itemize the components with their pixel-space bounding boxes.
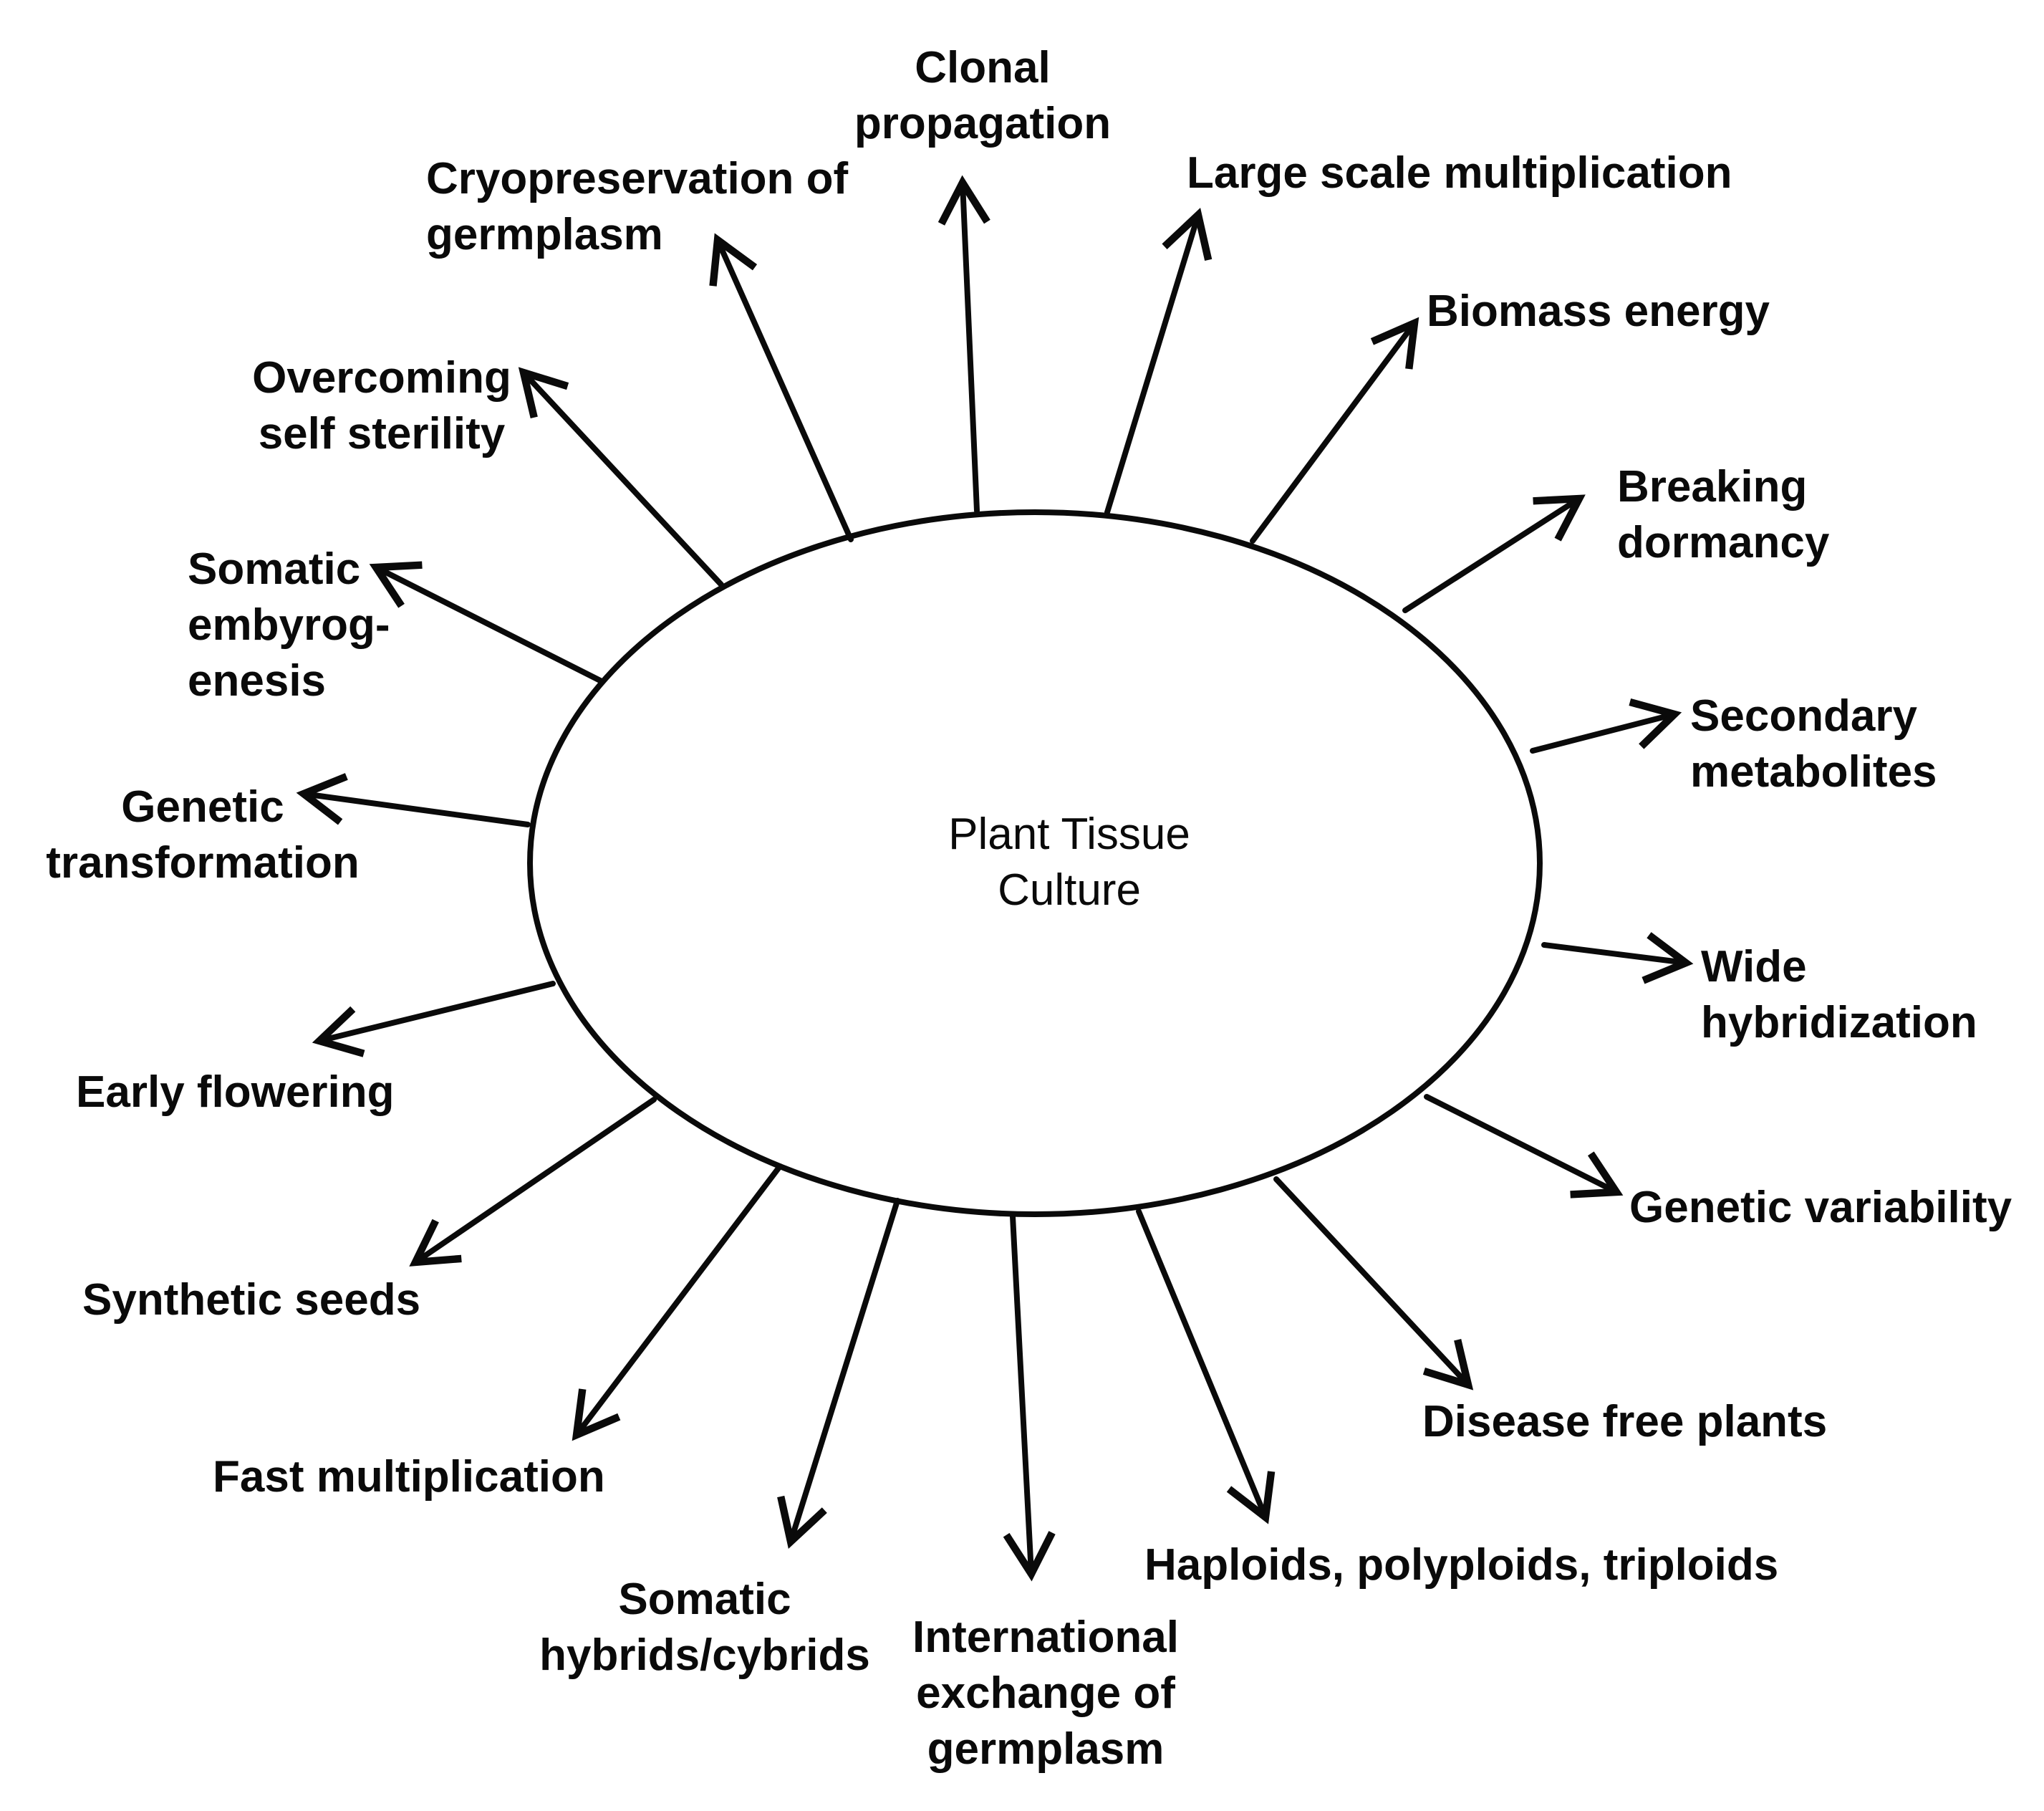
arrow-haploids-polyploids-triploids bbox=[1136, 1209, 1276, 1524]
label-line: self sterility bbox=[259, 409, 506, 458]
label-haploids-polyploids-triploids: Haploids, polyploids, triploids bbox=[1144, 1540, 1778, 1590]
label-line: metabolites bbox=[1690, 747, 1937, 797]
label-line: embyrog- bbox=[188, 600, 390, 650]
arrow-overcoming-self-sterility bbox=[518, 367, 724, 587]
label-line: hybrids/cybrids bbox=[539, 1630, 870, 1680]
arrow-international-exchange-of-germplasm bbox=[1003, 1214, 1056, 1582]
label-line: Somatic bbox=[618, 1575, 791, 1624]
arrow-large-scale-multiplication bbox=[1104, 207, 1213, 515]
label-wide-hybridization: Wide hybridization bbox=[1701, 942, 1977, 1047]
center-title-line-2: Culture bbox=[998, 865, 1141, 915]
label-line: dormancy bbox=[1617, 518, 1830, 567]
label-line: enesis bbox=[188, 656, 326, 706]
label-synthetic-seeds: Synthetic seeds bbox=[82, 1275, 420, 1325]
label-genetic-variability: Genetic variability bbox=[1629, 1183, 2012, 1232]
label-cryopreservation-of-germplasm: Cryopreservation of germplasm bbox=[426, 154, 849, 259]
label-line: Overcoming bbox=[252, 353, 511, 403]
label-line: Genetic bbox=[121, 782, 284, 832]
label-line: Haploids, polyploids, triploids bbox=[1144, 1540, 1778, 1590]
label-clonal-propagation: Clonal propagation bbox=[854, 43, 1111, 148]
arrow-synthetic-seeds bbox=[409, 1097, 657, 1267]
arrows-group bbox=[296, 175, 1694, 1582]
center-title-line-1: Plant Tissue bbox=[948, 810, 1190, 859]
label-secondary-metabolites: Secondary metabolites bbox=[1690, 691, 1937, 797]
arrow-biomass-energy bbox=[1250, 317, 1419, 544]
label-line: Early flowering bbox=[76, 1067, 394, 1117]
label-somatic-embryogenesis: Somatic embyrog-enesis bbox=[188, 544, 390, 706]
arrow-wide-hybridization bbox=[1541, 932, 1694, 984]
arrow-disease-free-plants bbox=[1273, 1176, 1474, 1390]
label-line: Clonal bbox=[915, 43, 1050, 92]
arrow-genetic-variability bbox=[1424, 1094, 1624, 1198]
label-overcoming-self-sterility: Overcoming self sterility bbox=[252, 353, 511, 458]
arrow-somatic-hybrids-cybrids bbox=[777, 1198, 900, 1550]
label-line: Somatic bbox=[188, 544, 360, 594]
arrow-breaking-dormancy bbox=[1402, 494, 1586, 613]
arrow-somatic-embryogenesis bbox=[369, 561, 604, 684]
label-fast-multiplication: Fast multiplication bbox=[213, 1452, 605, 1502]
label-line: transformation bbox=[46, 838, 359, 888]
label-line: propagation bbox=[854, 99, 1111, 148]
label-line: Synthetic seeds bbox=[82, 1275, 420, 1325]
label-line: Secondary bbox=[1690, 691, 1918, 741]
label-line: Breaking bbox=[1617, 462, 1807, 511]
label-line: Large scale multiplication bbox=[1187, 148, 1732, 198]
label-line: Biomass energy bbox=[1427, 287, 1770, 336]
arrow-genetic-transformation bbox=[296, 773, 531, 827]
central-ellipse bbox=[527, 509, 1543, 1217]
label-line: Genetic variability bbox=[1629, 1183, 2012, 1232]
arrow-fast-multiplication bbox=[572, 1163, 783, 1441]
arrow-cryopreservation-of-germplasm bbox=[709, 233, 854, 542]
label-line: hybridization bbox=[1701, 998, 1977, 1047]
label-line: germplasm bbox=[426, 210, 663, 259]
label-disease-free-plants: Disease free plants bbox=[1422, 1397, 1827, 1446]
label-early-flowering: Early flowering bbox=[76, 1067, 394, 1117]
label-line: germplasm bbox=[927, 1724, 1165, 1774]
label-line: International bbox=[912, 1613, 1179, 1662]
label-breaking-dormancy: Breaking dormancy bbox=[1617, 462, 1830, 567]
label-large-scale-multiplication: Large scale multiplication bbox=[1187, 148, 1732, 198]
label-somatic-hybrids-cybrids: Somatic hybrids/cybrids bbox=[539, 1575, 870, 1680]
label-line: exchange of bbox=[916, 1668, 1175, 1718]
label-biomass-energy: Biomass energy bbox=[1427, 287, 1770, 336]
arrow-secondary-metabolites bbox=[1530, 698, 1682, 754]
label-line: Cryopreservation of bbox=[426, 154, 849, 203]
label-line: Wide bbox=[1701, 942, 1807, 991]
label-international-exchange-of-germplasm: International exchange of germplasm bbox=[912, 1613, 1179, 1774]
label-genetic-transformation: Genetic transformation bbox=[46, 782, 359, 888]
arrow-early-flowering bbox=[312, 981, 556, 1057]
label-line: Fast multiplication bbox=[213, 1452, 605, 1502]
label-line: Disease free plants bbox=[1422, 1397, 1827, 1446]
arrow-clonal-propagation bbox=[937, 175, 990, 514]
